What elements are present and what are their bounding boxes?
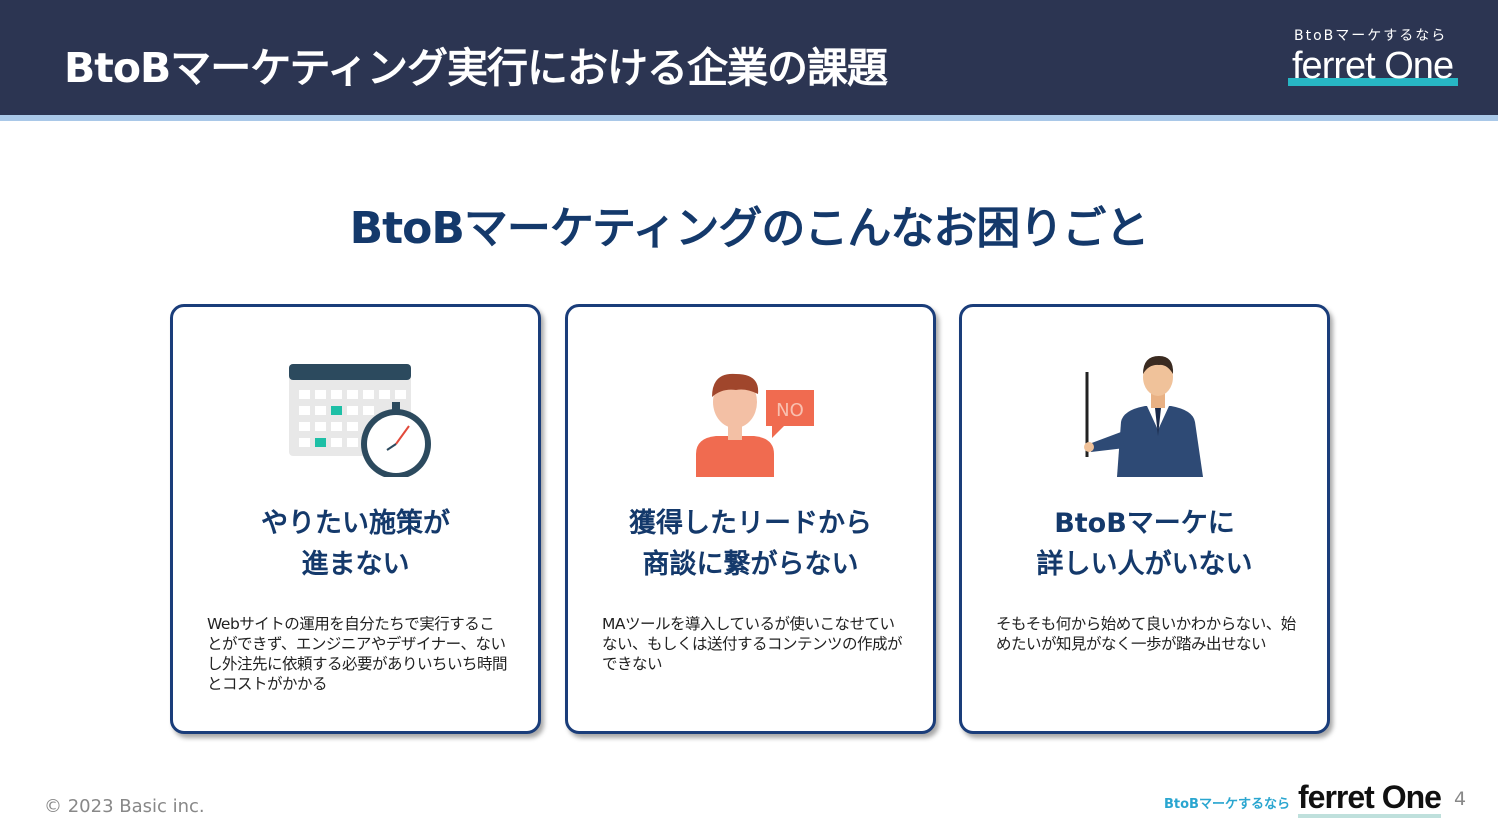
card-title-line: 進まない xyxy=(301,549,410,580)
logo-tagline: BtoBマーケするなら xyxy=(1294,28,1448,44)
problem-card-3: BtoBマーケに詳しい人がいない そもそも何から始めて良いかわからない、始めたい… xyxy=(959,304,1330,734)
card-title-line: 商談に繋がらない xyxy=(642,549,859,580)
header-bar xyxy=(0,0,1498,115)
person-no-bubble-icon: NO xyxy=(568,352,933,487)
card-description: Webサイトの運用を自分たちで実行することができず、エンジニアやデザイナー、ない… xyxy=(207,615,508,693)
header-stripe xyxy=(0,115,1498,121)
footer-ferret-one-logo: ferret One xyxy=(1298,780,1442,818)
page-title: BtoBマーケティング実行における企業の課題 xyxy=(64,44,888,92)
footer-logo-tagline: BtoBマーケするなら xyxy=(1164,797,1290,812)
card-title-line: やりたい施策が xyxy=(261,508,450,539)
card-description: そもそも何から始めて良いかわからない、始めたいが知見がなく一歩が踏み出せない xyxy=(996,615,1296,653)
businessman-pointer-icon xyxy=(962,352,1327,487)
problem-card-1: やりたい施策が進まない Webサイトの運用を自分たちで実行することができず、エン… xyxy=(170,304,541,734)
calendar-stopwatch-icon xyxy=(173,352,538,487)
svg-text:NO: NO xyxy=(776,400,804,421)
card-description: MAツールを導入しているが使いこなせていない、もしくは送付するコンテンツの作成が… xyxy=(602,615,903,673)
card-title-line: 獲得したリードから xyxy=(629,508,872,539)
card-title-line: BtoBマーケに xyxy=(1054,508,1235,539)
ferret-one-logo: ferret One xyxy=(1288,46,1458,86)
section-heading: BtoBマーケティングのこんなお困りごと xyxy=(349,203,1150,254)
page-number: 4 xyxy=(1454,788,1467,810)
problem-card-2: NO 獲得したリードから商談に繋がらない MAツールを導入しているが使いこなせて… xyxy=(565,304,936,734)
card-title-line: 詳しい人がいない xyxy=(1036,549,1253,580)
copyright: © 2023 Basic inc. xyxy=(44,796,205,817)
